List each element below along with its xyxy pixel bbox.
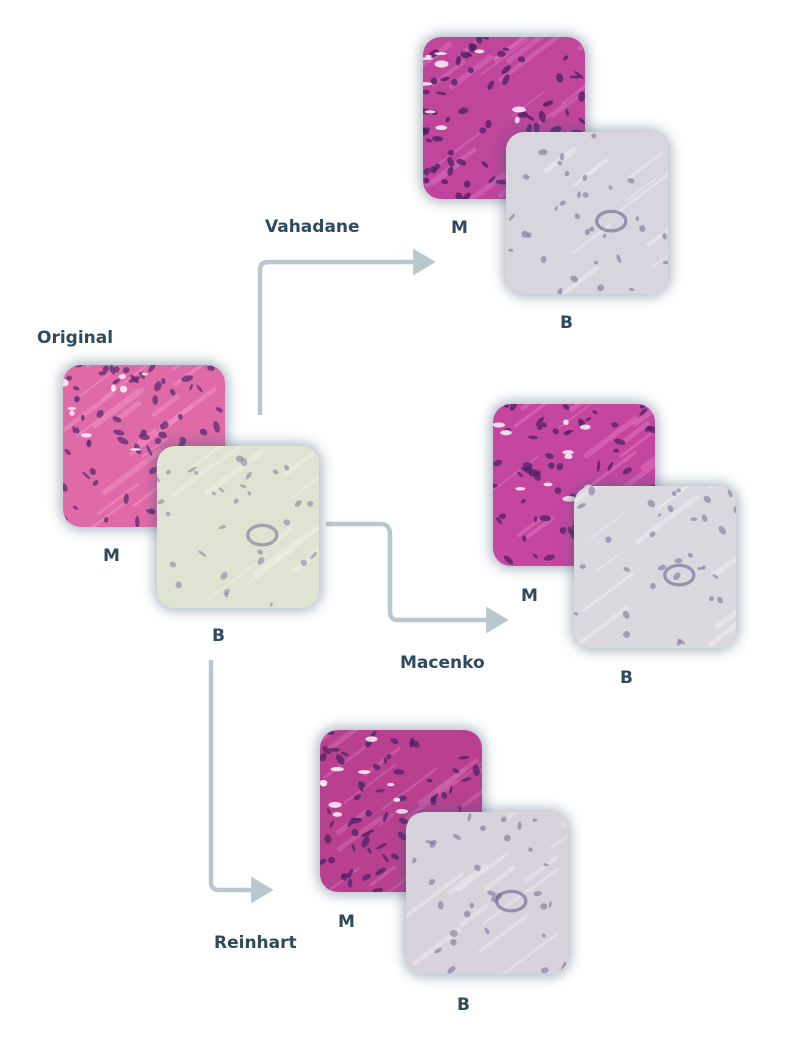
- original-b-label: B: [212, 626, 225, 646]
- reinhart-b-label: B: [457, 995, 470, 1015]
- macenko-title: Macenko: [400, 653, 485, 673]
- tissue-texture: [406, 812, 568, 974]
- vahadane-title: Vahadane: [265, 217, 360, 237]
- tissue-texture: [574, 486, 736, 648]
- tissue-texture: [157, 446, 319, 608]
- vahadane-benign-image: [506, 132, 668, 294]
- original-title: Original: [37, 328, 114, 348]
- arrow-to-reinhart: [208, 660, 274, 904]
- macenko-b-label: B: [620, 668, 633, 688]
- reinhart-m-label: M: [338, 912, 355, 932]
- original-m-label: M: [103, 546, 120, 566]
- reinhart-benign-image: [406, 812, 568, 974]
- vahadane-m-label: M: [451, 218, 468, 238]
- arrow-to-vahadane: [257, 248, 436, 415]
- macenko-m-label: M: [521, 586, 538, 606]
- reinhart-title: Reinhart: [214, 933, 297, 953]
- vahadane-b-label: B: [560, 313, 573, 333]
- arrow-to-macenko: [326, 521, 509, 634]
- macenko-benign-image: [574, 486, 736, 648]
- tissue-texture: [506, 132, 668, 294]
- original-benign-image: [157, 446, 319, 608]
